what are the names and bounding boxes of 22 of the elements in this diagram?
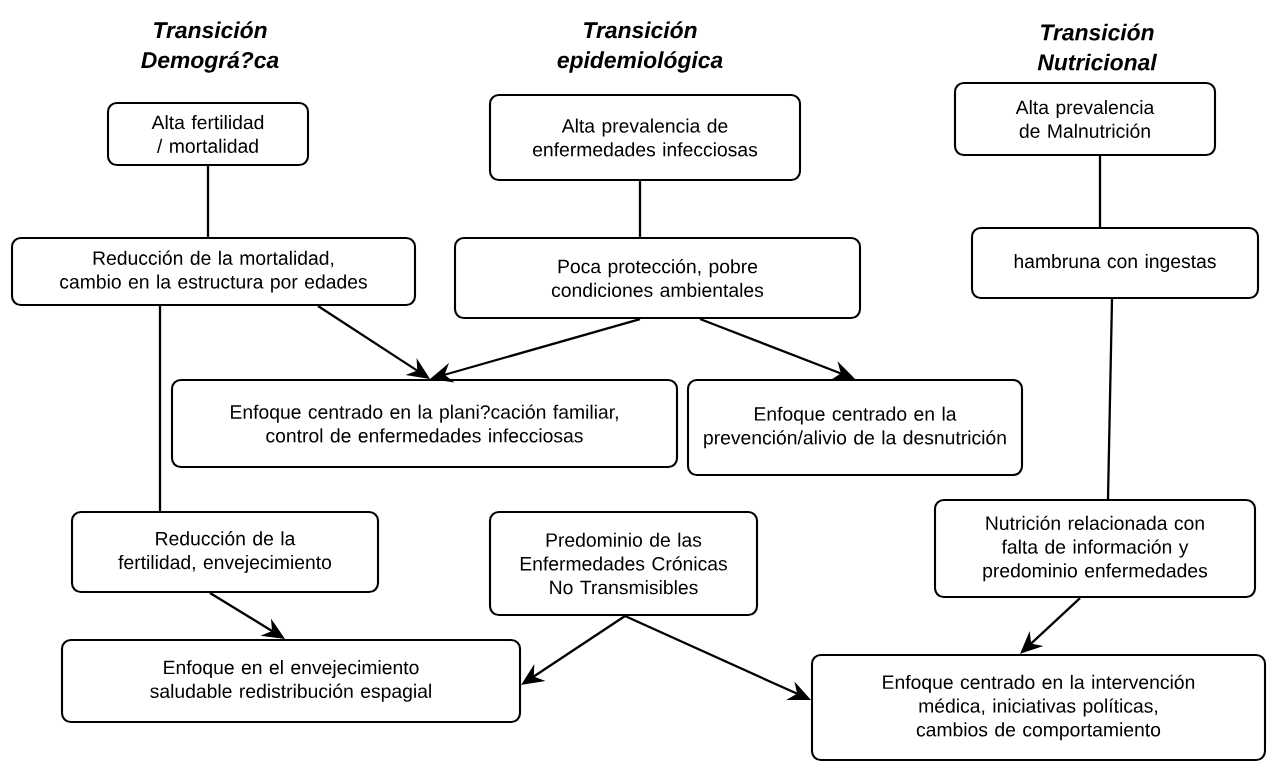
process-box: Enfoque centrado en la intervención médica, iniciativas políticas, cambios de comportamiento bbox=[810, 653, 1267, 762]
connector bbox=[1098, 156, 1102, 227]
column-heading: Transición Demográ?ca bbox=[141, 21, 279, 73]
connector bbox=[1106, 299, 1114, 499]
process-box: Alta fertilidad / mortalidad bbox=[106, 101, 310, 167]
process-box: Alta prevalencia de enfermedades infecciosas bbox=[488, 93, 802, 182]
process-box: Nutrición relacionada con falta de información y predominio enfermedades bbox=[933, 498, 1257, 599]
process-box: hambruna con ingestas bbox=[970, 226, 1260, 300]
process-box: Alta prevalencia de Malnutrición bbox=[953, 81, 1217, 157]
process-box: Predominio de las Enfermedades Crónicas No Transmisibles bbox=[488, 510, 759, 617]
process-box: Enfoque en el envejecimiento saludable redistribución espagial bbox=[60, 638, 522, 724]
process-box: Reducción de la fertilidad, envejecimiento bbox=[70, 510, 380, 594]
process-box: Poca protección, pobre condiciones ambientales bbox=[453, 236, 862, 320]
connector bbox=[206, 166, 210, 237]
process-box: Reducción de la mortalidad, cambio en la estructura por edades bbox=[10, 236, 417, 307]
process-box: Enfoque centrado en la prevención/alivio de la desnutrición bbox=[686, 378, 1024, 477]
process-box: Enfoque centrado en la plani?cación familiar, control de enfermedades infecciosas bbox=[170, 378, 679, 469]
connector bbox=[158, 306, 162, 511]
connector bbox=[638, 181, 642, 237]
column-heading: Transición epidemiológica bbox=[557, 21, 723, 73]
column-heading: Transición Nutricional bbox=[1037, 23, 1158, 71]
connector bbox=[1020, 597, 1081, 654]
